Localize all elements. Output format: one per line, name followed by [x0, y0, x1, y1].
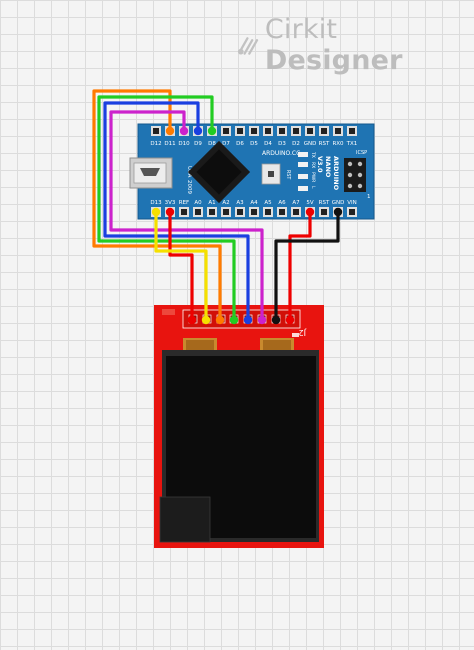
wire-d9-blue: [103, 101, 250, 322]
tft-header-outline: [182, 309, 301, 329]
pin-label-bottom: RST: [319, 200, 330, 206]
pin-label-top: RX0: [332, 141, 344, 147]
rst-label: RST: [285, 170, 291, 179]
arduino-bottom-pin-labels: D13 3V3 REF A0 A1 A2 A3 A4 A5 A6 A7 5V R…: [150, 200, 356, 206]
led-label-pwr: PWR: [310, 172, 316, 182]
cirkit-designer-logo: Cirkit Designer: [236, 14, 474, 76]
icsp-header: [344, 158, 366, 192]
pin-label-top: D10: [178, 141, 190, 147]
pin-label-top: D6: [236, 141, 244, 147]
year-label: 2009: [186, 180, 192, 194]
tft-header-label: J2: [299, 328, 307, 337]
pin-label-top: D5: [250, 141, 258, 147]
arduino-nano-board[interactable]: D12 D11 D10 D9 D8 D7 D6 D5 D4 D3 D2 GND …: [129, 123, 375, 220]
brand-name-light: Cirkit: [264, 14, 338, 45]
wire-gnd-black: [274, 210, 340, 322]
wire-5v-red: [288, 210, 312, 322]
model-label-nano: NANO: [324, 156, 332, 178]
pin-label-top: D3: [278, 141, 286, 147]
pin-label-top: RST: [319, 141, 330, 147]
model-label-version: V3.0: [316, 156, 324, 173]
tft-display-module[interactable]: J2: [154, 305, 324, 548]
pin-label-bottom: GND: [332, 200, 345, 206]
wire-d8-green: [97, 95, 236, 322]
pin-label-bottom: 3V3: [165, 200, 176, 206]
wire-end-caps: [151, 126, 343, 325]
pin-label-bottom: A6: [278, 200, 286, 206]
arduino-bottom-pin-headers: [151, 207, 357, 217]
pin-label-top: D7: [222, 141, 230, 147]
pin-label-bottom: A7: [292, 200, 300, 206]
icsp-label: ICSP: [356, 150, 367, 156]
pin-label-top: D11: [164, 141, 175, 147]
pin-label-bottom: A1: [208, 200, 215, 206]
icsp-pin-one-label: 1: [367, 194, 371, 200]
wire-d13-yellow: [154, 210, 208, 322]
arduino-pcb: [138, 124, 374, 219]
pin-label-bottom: 5V: [306, 200, 313, 206]
pin-label-bottom: A5: [264, 200, 272, 206]
cirkit-logo-icon: [237, 37, 259, 55]
pin-label-top: GND: [304, 141, 317, 147]
brand-name-bold: Designer: [264, 45, 403, 76]
model-label-arduino: ARDUINO: [332, 156, 340, 191]
pin-label-bottom: A0: [194, 200, 202, 206]
led-label-l: L: [310, 186, 316, 189]
wire-d10-magenta: [109, 110, 264, 322]
led-label-tx: TX: [310, 151, 316, 158]
pin-label-bottom: D13: [150, 200, 162, 206]
pin-label-top: D9: [194, 141, 202, 147]
arduino-top-pin-labels: D12 D11 D10 D9 D8 D7 D6 D5 D4 D3 D2 GND …: [150, 141, 357, 147]
pin-label-bottom: A3: [236, 200, 244, 206]
pin-label-bottom: A2: [222, 200, 229, 206]
wires: [92, 89, 340, 322]
wire-3v3-red: [168, 210, 194, 322]
pin-label-top: D12: [150, 141, 161, 147]
pin-label-top: D2: [292, 141, 300, 147]
pin-label-top: TX1: [346, 141, 358, 147]
status-leds: [298, 152, 308, 191]
pin-label-bottom: REF: [179, 200, 189, 206]
led-label-rx: RX: [310, 162, 316, 168]
pin-label-bottom: VIN: [347, 200, 357, 206]
arduino-site-label: ARDUINO.CC: [262, 150, 300, 157]
pin-label-top: D4: [264, 141, 272, 147]
pin-label-bottom: A4: [250, 200, 258, 206]
atmega-chip: [187, 140, 251, 204]
usb-mini-connector: [129, 157, 173, 189]
pin-label-top: D8: [208, 141, 216, 147]
reset-button[interactable]: [261, 163, 281, 185]
